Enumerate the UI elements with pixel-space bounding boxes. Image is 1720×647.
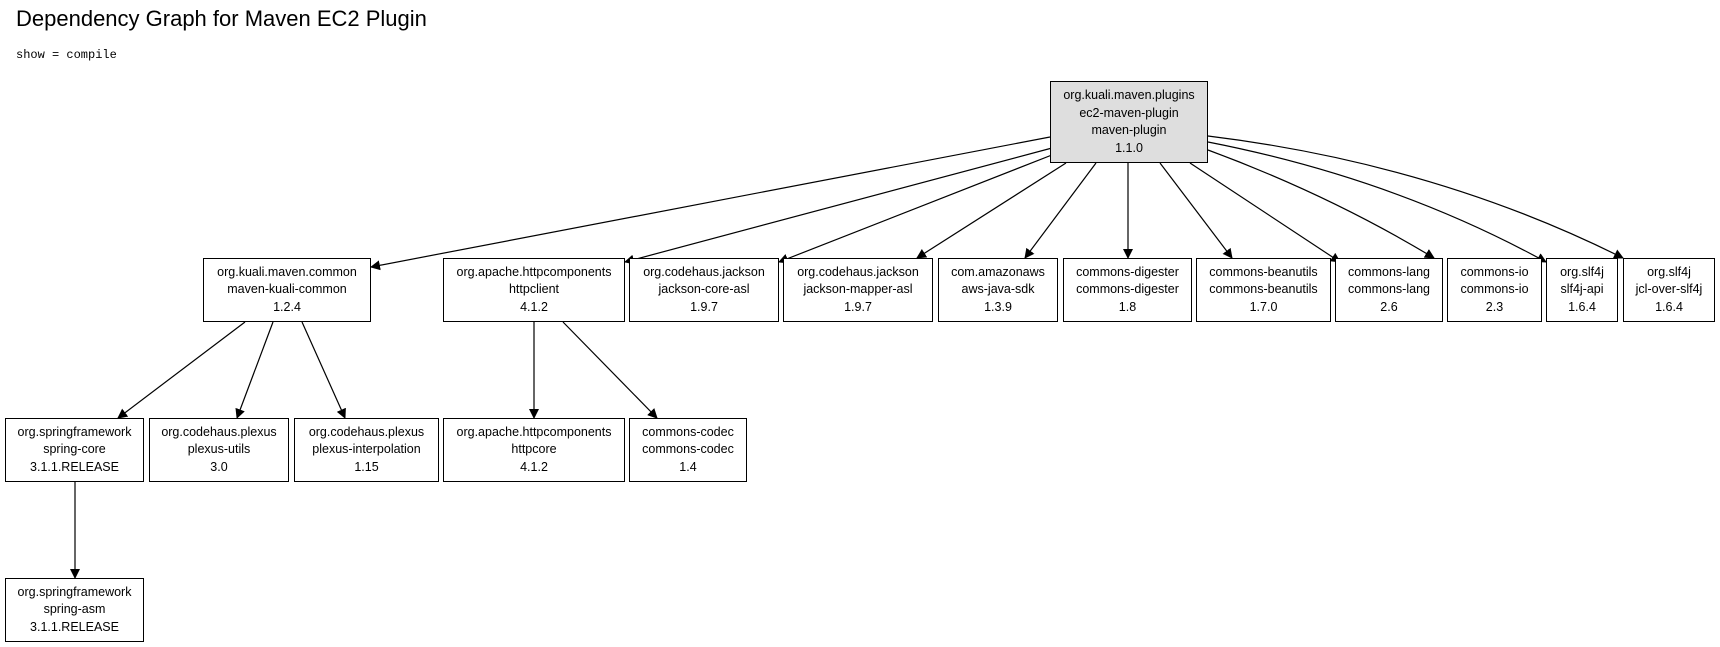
node-commons-digester: commons-digester commons-digester 1.8 [1063, 258, 1192, 322]
node-version: 3.1.1.RELEASE [30, 619, 119, 634]
node-group: commons-codec [642, 424, 734, 439]
node-version: 1.3.9 [984, 299, 1012, 314]
node-jackson-mapper-asl: org.codehaus.jackson jackson-mapper-asl … [783, 258, 933, 322]
edge-root-to-jackson-mapper [916, 162, 1067, 259]
node-jackson-core-asl: org.codehaus.jackson jackson-core-asl 1.… [629, 258, 779, 322]
edge-root-to-jackson-core [778, 152, 1058, 264]
node-version: 1.8 [1118, 299, 1137, 314]
edge-root-to-beanutils [1159, 162, 1233, 259]
edge-root-to-httpclient [624, 147, 1053, 265]
edge-root-to-jcl-slf4j [1207, 135, 1624, 259]
node-jcl-over-slf4j: org.slf4j jcl-over-slf4j 1.6.4 [1623, 258, 1715, 322]
diagram-title: Dependency Graph for Maven EC2 Plugin [16, 6, 427, 31]
node-version: 4.1.2 [520, 459, 548, 474]
node-group: commons-digester [1076, 264, 1179, 279]
node-group: org.springframework [17, 424, 132, 439]
node-version: 1.9.7 [690, 299, 718, 314]
node-group: org.codehaus.plexus [161, 424, 277, 439]
node-group: org.springframework [17, 584, 132, 599]
node-version: 3.1.1.RELEASE [30, 459, 119, 474]
node-artifact: jcl-over-slf4j [1635, 282, 1703, 297]
node-artifact: httpclient [508, 282, 560, 297]
node-plexus-utils: org.codehaus.plexus plexus-utils 3.0 [149, 418, 289, 482]
node-artifact: commons-digester [1076, 282, 1179, 297]
node-root-ec2-maven-plugin: org.kuali.maven.plugins ec2-maven-plugin… [1050, 81, 1208, 163]
node-spring-asm: org.springframework spring-asm 3.1.1.REL… [5, 578, 144, 642]
node-version: 1.1.0 [1115, 140, 1143, 155]
node-commons-beanutils: commons-beanutils commons-beanutils 1.7.… [1196, 258, 1331, 322]
node-artifact: httpcore [511, 442, 557, 457]
node-group: org.apache.httpcomponents [456, 264, 612, 279]
node-slf4j-api: org.slf4j slf4j-api 1.6.4 [1546, 258, 1618, 322]
node-artifact: jackson-mapper-asl [803, 282, 913, 297]
edge-root-to-kuali-common [370, 136, 1051, 271]
edge-kuali-common-to-spring-core [117, 321, 246, 419]
node-version: 1.4 [679, 459, 697, 474]
node-artifact: spring-core [43, 442, 106, 457]
edge-kuali-common-to-plexus-interp [301, 321, 346, 419]
node-version: 3.0 [210, 459, 228, 474]
node-version: 2.3 [1485, 299, 1504, 314]
edge-httpclient-to-codec [562, 321, 658, 419]
node-httpcore: org.apache.httpcomponents httpcore 4.1.2 [443, 418, 625, 482]
node-version: 1.2.4 [273, 299, 301, 314]
node-artifact: slf4j-api [1560, 282, 1604, 297]
node-group: org.kuali.maven.common [217, 264, 357, 279]
node-version: 1.7.0 [1249, 299, 1278, 314]
node-version: 1.9.7 [844, 299, 872, 314]
node-group: org.apache.httpcomponents [456, 424, 612, 439]
node-group: org.slf4j [1647, 264, 1691, 279]
node-artifact: plexus-interpolation [312, 442, 421, 457]
node-group: commons-io [1460, 264, 1529, 279]
node-group: commons-lang [1348, 264, 1430, 279]
node-artifact: spring-asm [43, 602, 106, 617]
edge-kuali-common-to-plexus-utils [235, 321, 274, 419]
node-maven-kuali-common: org.kuali.maven.common maven-kuali-commo… [203, 258, 371, 322]
node-plexus-interpolation: org.codehaus.plexus plexus-interpolation… [294, 418, 439, 482]
node-group: commons-beanutils [1209, 264, 1318, 279]
node-version: 2.6 [1380, 299, 1398, 314]
node-artifact: jackson-core-asl [658, 282, 750, 297]
node-commons-lang: commons-lang commons-lang 2.6 [1335, 258, 1443, 322]
node-httpclient: org.apache.httpcomponents httpclient 4.1… [443, 258, 625, 322]
node-group: org.codehaus.plexus [308, 424, 425, 439]
node-version: 1.6.4 [1568, 299, 1596, 314]
node-artifact: commons-beanutils [1209, 282, 1318, 297]
node-commons-io: commons-io commons-io 2.3 [1447, 258, 1542, 322]
node-artifact: commons-codec [642, 442, 734, 457]
node-commons-codec: commons-codec commons-codec 1.4 [629, 418, 747, 482]
node-artifact: ec2-maven-plugin [1079, 105, 1179, 120]
node-artifact: commons-io [1460, 282, 1529, 297]
node-aws-java-sdk: com.amazonaws aws-java-sdk 1.3.9 [938, 258, 1058, 322]
node-group: com.amazonaws [951, 264, 1045, 279]
node-artifact: plexus-utils [187, 442, 251, 457]
node-group: org.slf4j [1560, 264, 1604, 279]
node-artifact: maven-kuali-common [227, 282, 347, 297]
edge-root-to-lang [1189, 162, 1341, 263]
node-artifact: aws-java-sdk [961, 282, 1035, 297]
node-version: 1.15 [354, 459, 379, 474]
node-version: 4.1.2 [520, 299, 548, 314]
node-version: 1.6.4 [1655, 299, 1683, 314]
node-spring-core: org.springframework spring-core 3.1.1.RE… [5, 418, 144, 482]
diagram-subtitle: show = compile [16, 48, 117, 62]
edge-root-to-slf4j-api [1207, 141, 1547, 263]
node-group: org.codehaus.jackson [643, 264, 765, 279]
node-artifact: commons-lang [1348, 282, 1430, 297]
edge-root-to-aws-sdk [1024, 162, 1097, 259]
node-group: org.codehaus.jackson [797, 264, 919, 279]
edge-root-to-io [1207, 149, 1435, 259]
node-group: org.kuali.maven.plugins [1063, 88, 1195, 102]
node-type: maven-plugin [1091, 123, 1167, 137]
